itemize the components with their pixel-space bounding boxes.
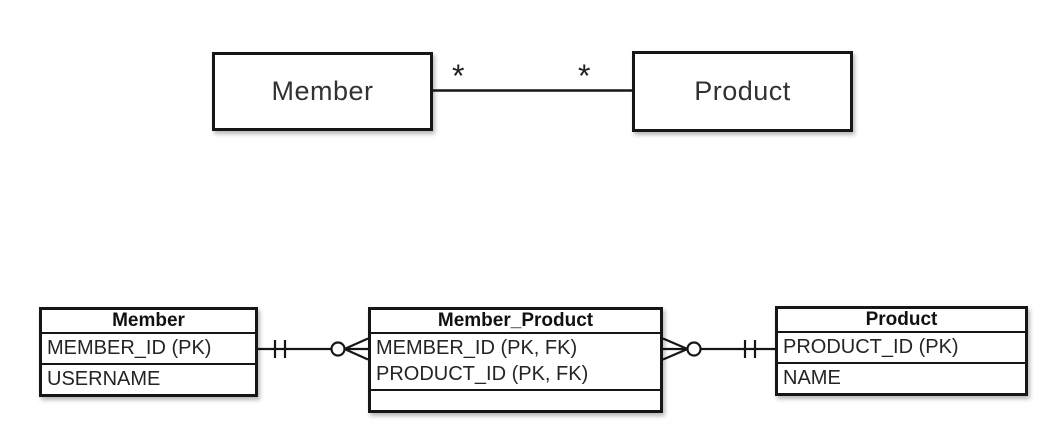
multiplicity-many-left: * <box>452 58 465 94</box>
crow-foot-many-icon <box>344 337 369 361</box>
erd-table-member: Member MEMBER_ID (PK) USERNAME <box>39 307 258 397</box>
zero-circle-icon <box>686 341 702 357</box>
multiplicity-many-right: * <box>578 58 591 94</box>
empty-row <box>371 391 660 410</box>
column-username: USERNAME <box>47 368 161 390</box>
column-member-id: MEMBER_ID (PK) <box>42 334 255 365</box>
connector-member-to-junction <box>258 337 369 361</box>
one-tick-icon <box>273 340 287 358</box>
column-member-id-fk: MEMBER_ID (PK, FK) <box>376 337 578 359</box>
column-name: NAME <box>783 367 841 389</box>
one-tick-icon <box>743 340 757 358</box>
table-header-member: Member <box>42 310 255 334</box>
table-header-member-product: Member_Product <box>371 310 660 334</box>
entity-label-product: Product <box>694 76 791 106</box>
column-product-id: PRODUCT_ID (PK) <box>778 333 1025 364</box>
entity-box-member: Member <box>212 52 433 131</box>
column-group-member-product: MEMBER_ID (PK, FK) PRODUCT_ID (PK, FK) <box>371 334 660 391</box>
connector-junction-to-product <box>662 337 775 361</box>
erd-table-product: Product PRODUCT_ID (PK) NAME <box>775 306 1028 396</box>
entity-label-member: Member <box>271 76 374 106</box>
table-header-product: Product <box>778 309 1025 333</box>
erd-table-member-product: Member_Product MEMBER_ID (PK, FK) PRODUC… <box>368 307 663 413</box>
entity-box-product: Product <box>632 51 853 132</box>
crow-foot-many-icon <box>662 337 688 361</box>
zero-circle-icon <box>330 341 346 357</box>
column-product-id-fk: PRODUCT_ID (PK, FK) <box>376 363 589 385</box>
